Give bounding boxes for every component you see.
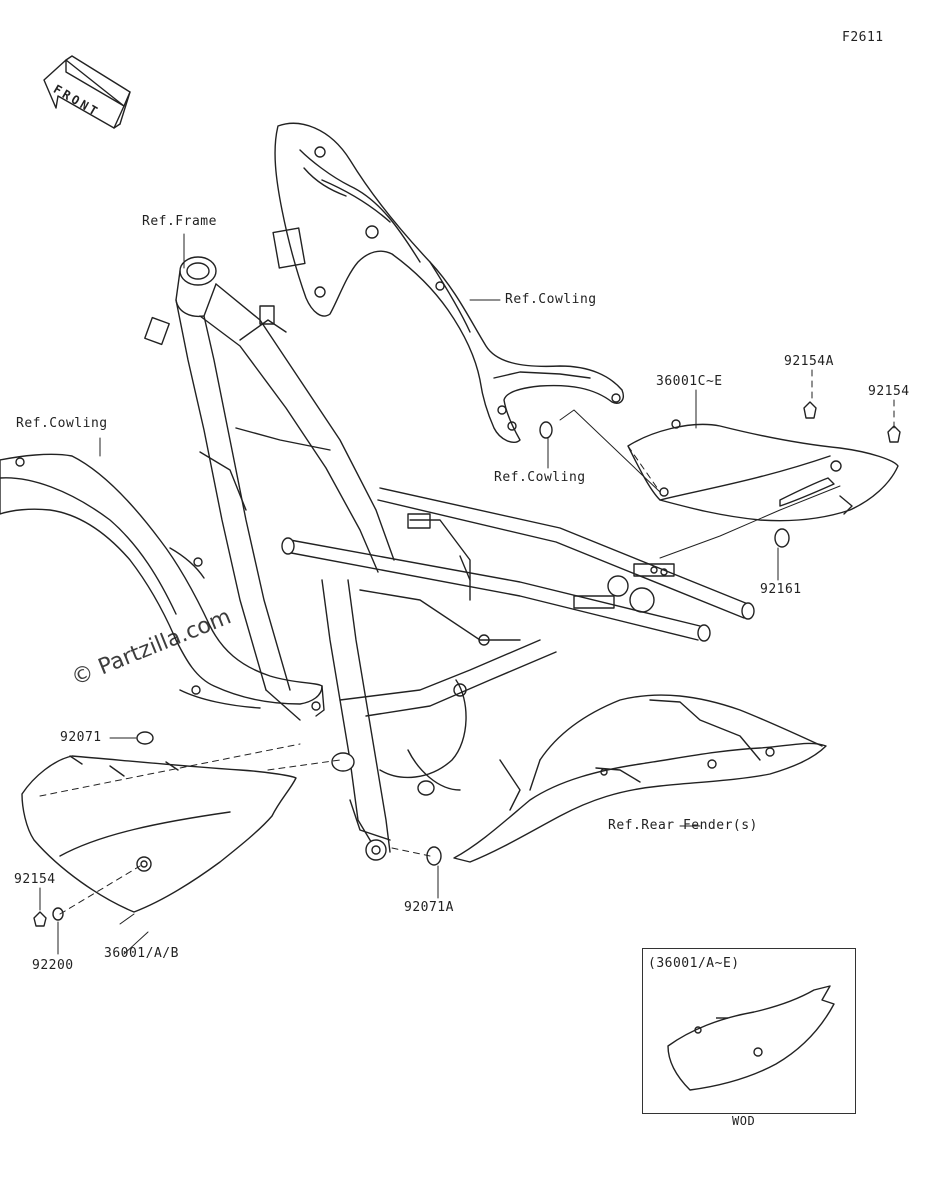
motorcycle-frame xyxy=(144,256,755,861)
grommet-92071 xyxy=(136,731,154,745)
inset-box xyxy=(642,948,856,1114)
washer-92200 xyxy=(52,907,64,921)
alignment-lines xyxy=(39,369,895,915)
hardware-parts xyxy=(33,401,901,927)
inset-cover-drawing xyxy=(667,985,835,1091)
ref-cowling-top-label: Ref.Cowling xyxy=(505,292,597,307)
right-side-cover-part xyxy=(627,419,899,522)
left-cowling-part xyxy=(0,453,325,717)
ref-cowling-middle-label: Ref.Cowling xyxy=(494,470,586,485)
grommet-92071a xyxy=(426,846,442,866)
bolt-92154a xyxy=(803,401,817,419)
part-92161-label: 92161 xyxy=(760,582,802,597)
part-92154-left-label: 92154 xyxy=(14,872,56,887)
part-92200-label: 92200 xyxy=(32,958,74,973)
grommet-92161 xyxy=(774,528,790,548)
inset-caption: WOD xyxy=(732,1114,756,1128)
ref-cowling-left-label: Ref.Cowling xyxy=(16,416,108,431)
ref-frame-label: Ref.Frame xyxy=(142,214,217,229)
part-36001-a-b-label: 36001/A/B xyxy=(104,946,179,961)
leader-lines xyxy=(39,233,841,955)
front-arrow-icon xyxy=(43,55,131,129)
part-92154-right-label: 92154 xyxy=(868,384,910,399)
part-92071a-label: 92071A xyxy=(404,900,454,915)
part-36001c-e-label: 36001C~E xyxy=(656,374,723,389)
figure-code: F2611 xyxy=(842,30,884,45)
bolt-92154 xyxy=(887,425,901,443)
spacer-ref-cowling xyxy=(539,421,553,439)
part-92071-label: 92071 xyxy=(60,730,102,745)
ref-rear-fender-label: Ref.Rear Fender(s) xyxy=(608,818,758,833)
inset-title: (36001/A~E) xyxy=(648,956,740,971)
part-92154a-label: 92154A xyxy=(784,354,834,369)
bolt-92154-left xyxy=(33,911,47,927)
upper-cowling-part xyxy=(272,122,624,444)
rear-fender-part xyxy=(453,694,827,863)
left-side-cover-part xyxy=(21,755,297,913)
